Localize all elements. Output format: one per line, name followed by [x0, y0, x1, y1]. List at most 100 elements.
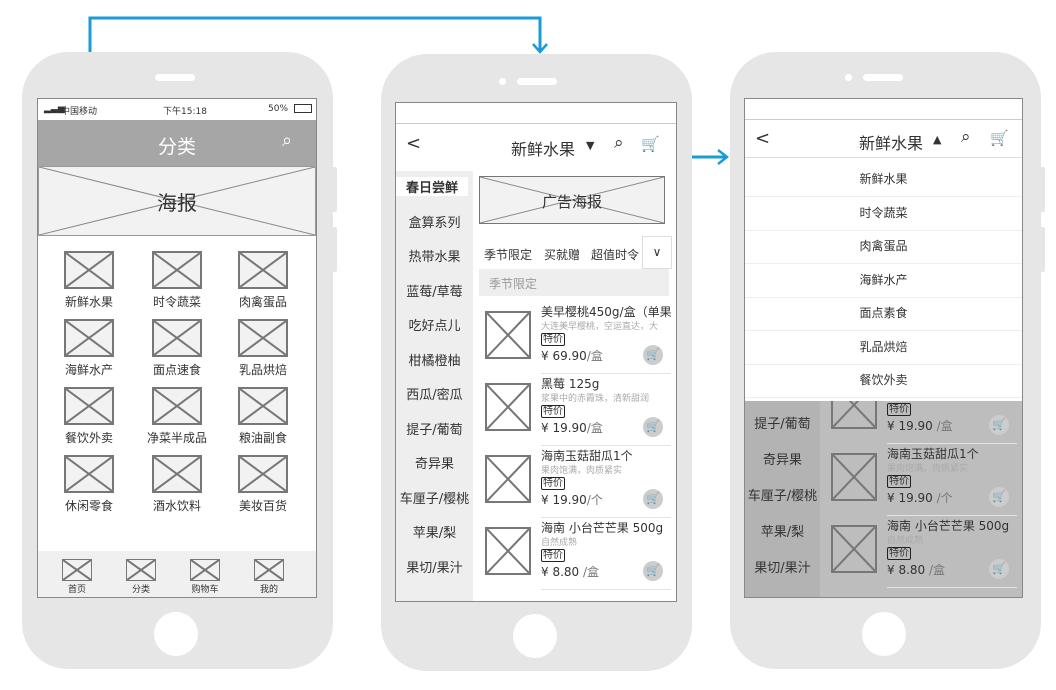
- add-to-cart-icon[interactable]: 🛒: [643, 561, 663, 581]
- add-to-cart-icon[interactable]: 🛒: [643, 489, 663, 509]
- sidebar-item[interactable]: 提子/葡萄: [406, 422, 463, 438]
- dropdown-option[interactable]: 面点素食: [745, 298, 1022, 331]
- sidebar-item[interactable]: 苹果/梨: [760, 525, 805, 540]
- category-label[interactable]: 海鲜水产: [64, 363, 113, 377]
- nav-icon-placeholder[interactable]: [62, 559, 92, 581]
- category-image-placeholder[interactable]: [238, 387, 288, 425]
- product-card[interactable]: 海南玉菇甜瓜1个果肉饱满，肉质紧实特价¥ 19.90/个🛒: [479, 447, 676, 519]
- sidebar-item[interactable]: 春日尝鲜: [396, 177, 468, 196]
- product-image-placeholder: [485, 527, 531, 575]
- sidebar-item[interactable]: 柑橘橙柚: [408, 353, 461, 369]
- sidebar-item[interactable]: 车厘子/樱桃: [747, 489, 818, 504]
- category-label[interactable]: 美妆百货: [238, 499, 287, 513]
- category-image-placeholder[interactable]: [64, 455, 114, 493]
- sale-badge: 特价: [887, 547, 911, 560]
- category-label[interactable]: 粮油副食: [238, 431, 287, 445]
- sidebar-item[interactable]: 蓝莓/草莓: [406, 284, 463, 300]
- sidebar-item[interactable]: 提子/葡萄: [754, 417, 811, 432]
- filter-tab[interactable]: 季节限定: [484, 248, 533, 262]
- dim-overlay[interactable]: 提子/葡萄奇异果车厘子/樱桃苹果/梨果切/果汁 特价¥ 19.90 /盒🛒海南玉…: [745, 401, 1022, 597]
- sidebar-item[interactable]: 奇异果: [762, 453, 802, 468]
- dropdown-option[interactable]: 新鲜水果: [745, 164, 1022, 197]
- product-desc: 浆果中的赤霞珠，清新甜润: [541, 394, 650, 404]
- dropdown-option[interactable]: 时令蔬菜: [745, 198, 1022, 231]
- category-label[interactable]: 面点速食: [152, 363, 201, 377]
- caret-up-icon[interactable]: ▲: [933, 133, 942, 146]
- search-icon[interactable]: ⌕: [282, 130, 293, 151]
- category-label[interactable]: 新鲜水果: [64, 295, 113, 309]
- back-button[interactable]: <: [406, 133, 422, 154]
- product-card[interactable]: 海南玉菇甜瓜1个果肉饱满，肉质紧实特价¥ 19.90 /个🛒: [825, 445, 1022, 517]
- sidebar-item[interactable]: 奇异果: [414, 457, 454, 472]
- add-to-cart-icon[interactable]: 🛒: [989, 415, 1009, 435]
- add-to-cart-icon[interactable]: 🛒: [643, 345, 663, 365]
- sidebar-item[interactable]: 热带水果: [408, 250, 461, 265]
- dropdown-option[interactable]: 乳品烘焙: [745, 332, 1022, 365]
- product-image-placeholder: [485, 311, 531, 359]
- home-button[interactable]: [513, 614, 557, 658]
- nav-item-label[interactable]: 购物车: [191, 585, 219, 595]
- category-label[interactable]: 肉禽蛋品: [238, 295, 287, 309]
- sidebar-item[interactable]: 吃好点儿: [408, 319, 461, 334]
- sidebar-item[interactable]: 果切/果汁: [406, 560, 463, 576]
- sidebar-item[interactable]: 盒算系列: [408, 215, 461, 231]
- search-icon[interactable]: ⌕: [961, 127, 971, 147]
- speaker: [155, 74, 195, 81]
- dropdown-option[interactable]: 肉禽蛋品: [745, 231, 1022, 264]
- product-price: ¥ 19.90: [541, 493, 587, 507]
- category-label[interactable]: 餐饮外卖: [64, 431, 113, 445]
- add-to-cart-icon[interactable]: 🛒: [989, 559, 1009, 579]
- product-card[interactable]: 美早樱桃450g/盒（单果大连美早樱桃，空运直达，大特价¥ 69.90/盒🛒: [479, 303, 676, 375]
- nav-icon-placeholder[interactable]: [126, 559, 156, 581]
- category-label[interactable]: 时令蔬菜: [152, 295, 201, 309]
- filter-tab[interactable]: 超值时令: [591, 248, 640, 262]
- cart-icon[interactable]: 🛒: [990, 129, 1009, 147]
- category-image-placeholder[interactable]: [238, 455, 288, 493]
- sidebar-item[interactable]: 果切/果汁: [754, 561, 811, 576]
- add-to-cart-icon[interactable]: 🛒: [989, 487, 1009, 507]
- nav-item-label[interactable]: 首页: [67, 585, 86, 595]
- category-image-placeholder[interactable]: [152, 455, 202, 493]
- sidebar-item[interactable]: 西瓜/密瓜: [406, 388, 463, 403]
- back-button[interactable]: <: [755, 128, 771, 149]
- category-image-placeholder[interactable]: [238, 319, 288, 357]
- dropdown-option[interactable]: 餐饮外卖: [745, 365, 1022, 398]
- category-label[interactable]: 净菜半成品: [146, 431, 207, 445]
- nav-item-label[interactable]: 分类: [131, 585, 150, 595]
- ad-banner[interactable]: 广告海报: [479, 176, 665, 224]
- product-desc: 果肉饱满，肉质紧实: [887, 464, 969, 474]
- category-image-placeholder[interactable]: [64, 251, 114, 289]
- dropdown-option[interactable]: 海鲜水产: [745, 265, 1022, 298]
- filter-tab[interactable]: 买就赠: [544, 248, 581, 262]
- category-label[interactable]: 乳品烘焙: [238, 363, 287, 377]
- search-icon[interactable]: ⌕: [614, 133, 624, 153]
- add-to-cart-icon[interactable]: 🛒: [643, 417, 663, 437]
- category-image-placeholder[interactable]: [152, 387, 202, 425]
- category-title[interactable]: 新鲜水果: [859, 134, 924, 153]
- category-dropdown: 新鲜水果时令蔬菜肉禽蛋品海鲜水产面点素食乳品烘焙餐饮外卖: [745, 164, 1022, 401]
- sidebar-item[interactable]: 苹果/梨: [412, 526, 457, 541]
- category-title[interactable]: 新鲜水果: [511, 140, 576, 159]
- home-button[interactable]: [862, 612, 906, 656]
- poster-banner[interactable]: 海报: [38, 166, 316, 236]
- home-button[interactable]: [154, 612, 198, 656]
- category-image-placeholder[interactable]: [152, 251, 202, 289]
- nav-icon-placeholder[interactable]: [190, 559, 220, 581]
- nav-icon-placeholder[interactable]: [254, 559, 284, 581]
- caret-down-icon[interactable]: ▼: [586, 139, 595, 152]
- category-label[interactable]: 休闲零食: [64, 499, 113, 513]
- cart-icon[interactable]: 🛒: [641, 135, 660, 153]
- category-image-placeholder[interactable]: [64, 319, 114, 357]
- category-image-placeholder[interactable]: [238, 251, 288, 289]
- category-image-placeholder[interactable]: [152, 319, 202, 357]
- expand-tabs-chevron-icon[interactable]: ∨: [642, 236, 672, 269]
- side-button: [331, 227, 337, 272]
- category-label[interactable]: 酒水饮料: [152, 499, 201, 513]
- sidebar-item[interactable]: 车厘子/樱桃: [399, 491, 470, 507]
- nav-item-label[interactable]: 我的: [259, 585, 278, 595]
- product-card[interactable]: 特价¥ 19.90 /盒🛒: [825, 401, 1022, 445]
- category-image-placeholder[interactable]: [64, 387, 114, 425]
